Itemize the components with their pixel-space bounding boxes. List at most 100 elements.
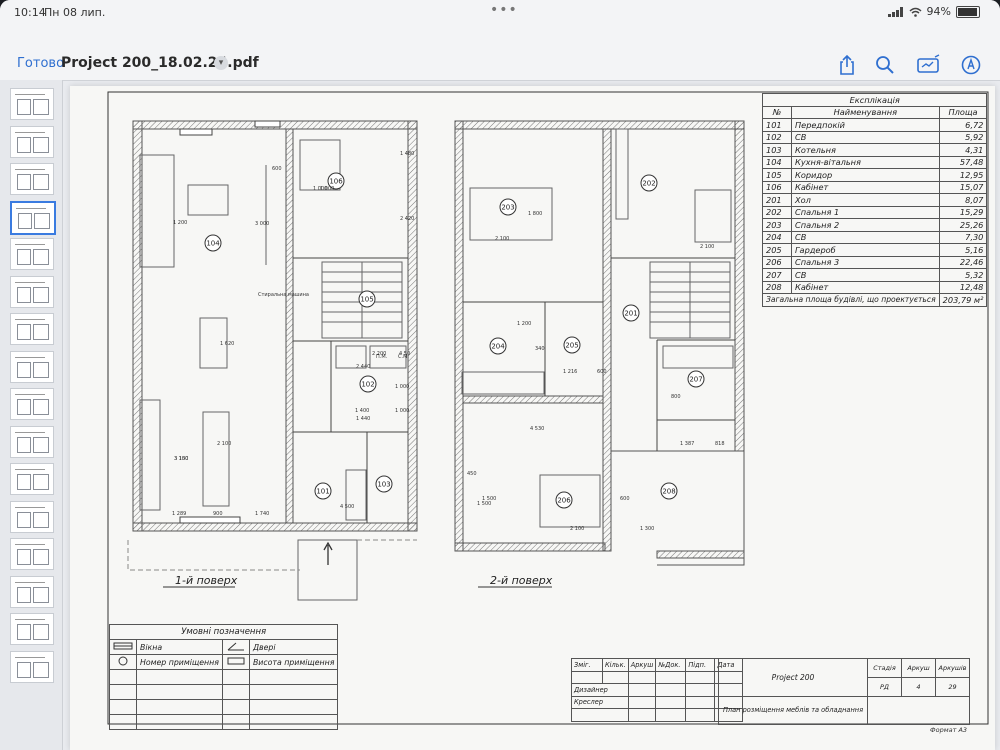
room-number: 206 — [762, 255, 792, 269]
page-thumbnail[interactable] — [10, 238, 54, 270]
markup-icon[interactable] — [960, 54, 982, 76]
legend-item-height: Висота приміщення — [248, 654, 339, 670]
room-name: Кабінет — [791, 280, 940, 294]
dimension-label: 1 200 — [517, 321, 531, 327]
stamp-header: №Док. — [655, 658, 687, 672]
dimension-label: 450 — [467, 471, 477, 477]
room-name: СВ — [791, 230, 940, 244]
multitasking-dots-icon[interactable]: ••• — [490, 2, 518, 18]
dimension-label: 340 — [535, 346, 545, 352]
page-thumbnail[interactable] — [10, 163, 54, 195]
room-name: Кухня-вітальня — [791, 155, 940, 169]
room-area: 8,07 — [938, 193, 988, 207]
page-thumbnail[interactable] — [10, 575, 54, 608]
document-title[interactable]: Project 200_18.02.24.pdf — [61, 55, 259, 71]
room-number-label: 204 — [491, 343, 505, 351]
role-drafter: Креслер — [571, 695, 629, 709]
room-number-label: 104 — [206, 240, 220, 248]
page-thumbnail[interactable] — [10, 388, 54, 420]
stage-header: Аркуш — [902, 659, 936, 677]
search-icon[interactable] — [874, 54, 896, 76]
room-symbol-icon — [109, 654, 137, 670]
room-area: 57,48 — [938, 155, 988, 169]
page-thumbnail[interactable] — [10, 200, 56, 235]
dimension-label: 3 100 — [174, 456, 188, 462]
dimension-label: 2 420 — [400, 216, 414, 222]
room-marker — [555, 491, 573, 509]
room-number: 102 — [762, 130, 792, 144]
dimension-label: 1 387 — [680, 441, 694, 447]
signal-icon — [887, 6, 903, 17]
stamp-header: Кільк. — [602, 658, 629, 672]
done-button[interactable]: Готово — [17, 56, 65, 71]
dimension-label: 1 440 — [356, 416, 370, 422]
dimension-label: 900 — [213, 511, 223, 517]
page-thumbnail[interactable] — [10, 125, 54, 158]
room-area: 5,92 — [938, 130, 988, 144]
explication-title: Експлікація — [761, 93, 988, 107]
page-thumbnail[interactable] — [10, 350, 54, 383]
page-thumbnail[interactable] — [10, 500, 54, 533]
room-name: Хол — [791, 193, 940, 207]
room-number-label: 207 — [689, 376, 702, 384]
stage-header: Стадія — [868, 659, 902, 677]
room-number: 105 — [762, 168, 792, 182]
page-thumbnail[interactable] — [10, 88, 54, 120]
floor1-label: 1-й поверх — [175, 574, 238, 587]
stage-value: 29 — [948, 683, 957, 691]
share-icon[interactable] — [836, 54, 858, 76]
dimension-label: 818 — [715, 441, 725, 447]
page-thumbnail[interactable] — [10, 650, 54, 683]
room-marker — [359, 375, 377, 393]
annotate-icon[interactable] — [917, 54, 941, 76]
room-name: Спальня 2 — [791, 218, 940, 232]
room-marker — [660, 482, 678, 500]
page-thumbnail[interactable] — [10, 425, 54, 458]
room-number-label: 103 — [377, 481, 390, 489]
floor2-label: 2-й поверх — [490, 574, 553, 587]
room-name: Кабінет — [791, 180, 940, 194]
page-thumbnail[interactable] — [10, 313, 54, 345]
room-number: 106 — [762, 180, 792, 194]
room-number: 205 — [762, 243, 792, 257]
chevron-down-icon[interactable]: ▾ — [214, 56, 228, 70]
room-marker — [375, 475, 393, 493]
room-name: СВ — [791, 268, 940, 282]
pdf-toolbar: Готово Project 200_18.02.24.pdf ▾ — [0, 24, 1000, 81]
room-area: 6,72 — [938, 118, 988, 132]
page-thumbnail[interactable] — [10, 613, 54, 645]
project-name: Project 200 — [719, 659, 868, 697]
stage-value: 4 — [902, 678, 936, 696]
dimension-label: 600 — [597, 369, 607, 375]
status-indicators: 94% — [887, 5, 980, 18]
room-number-label: 101 — [316, 488, 329, 496]
height-symbol-icon — [221, 654, 250, 670]
room-number: 201 — [762, 193, 792, 207]
room-area: 12,48 — [938, 280, 988, 294]
dimension-label: 2 100 — [217, 441, 231, 447]
room-number: 204 — [762, 230, 792, 244]
room-number-label: 208 — [662, 488, 675, 496]
page-thumbnail[interactable] — [10, 463, 54, 495]
legend-item-room: Номер приміщення — [136, 654, 223, 670]
room-marker — [687, 370, 705, 388]
dimension-label: 2 100 — [570, 526, 584, 532]
page-thumbnail[interactable] — [10, 538, 54, 570]
dimension-label: 1 480 — [400, 151, 414, 157]
dimension-label: 1 216 — [563, 369, 577, 375]
page-thumbnail[interactable] — [10, 275, 54, 308]
battery-icon — [956, 5, 980, 18]
window-symbol-icon — [109, 639, 137, 655]
room-area: 15,29 — [938, 205, 988, 219]
room-marker — [640, 174, 658, 192]
